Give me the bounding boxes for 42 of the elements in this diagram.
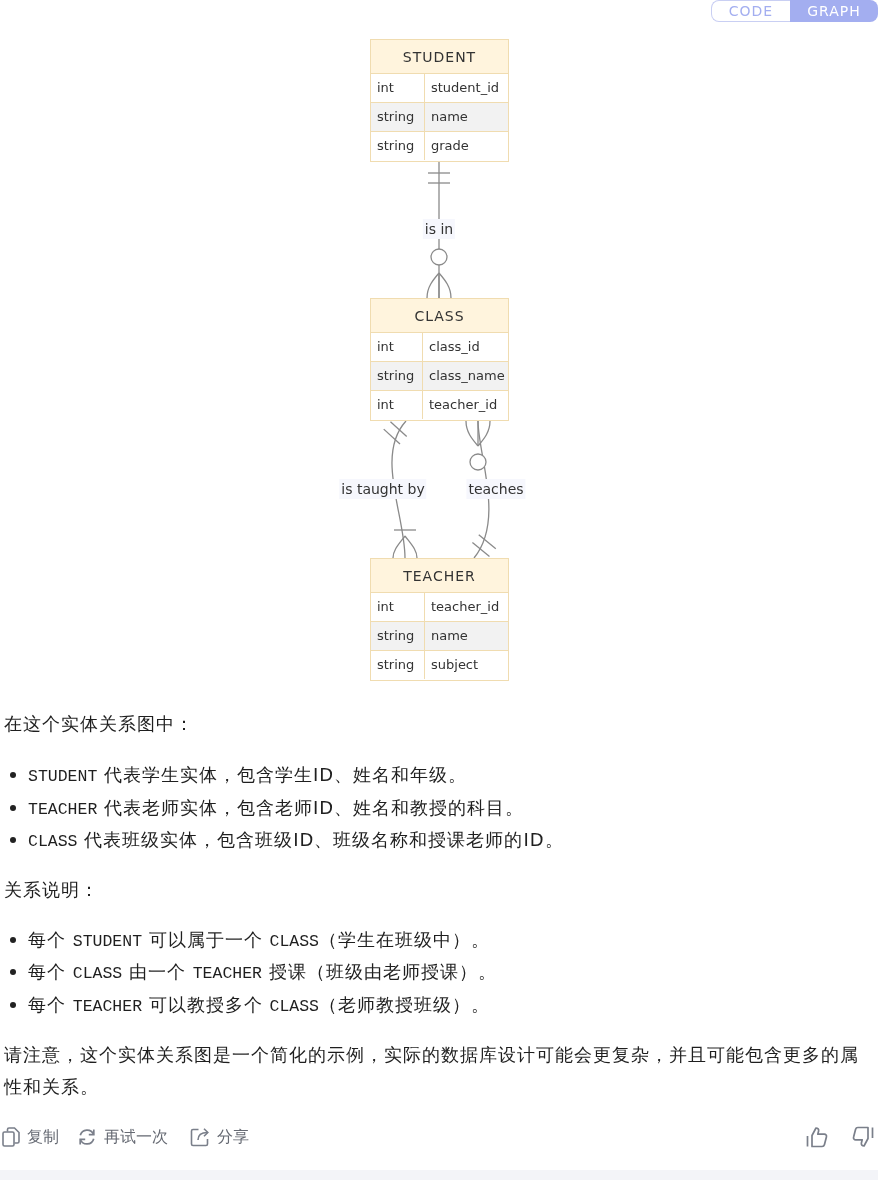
attribute-name: teacher_id bbox=[429, 397, 498, 413]
list-item: 每个 STUDENT 可以属于一个 CLASS（学生在班级中）。 bbox=[28, 928, 490, 953]
attribute-type: string bbox=[377, 657, 415, 673]
attribute-name: name bbox=[431, 628, 468, 644]
share-button: 分享 bbox=[190, 1126, 249, 1148]
attribute-name: teacher_id bbox=[431, 599, 500, 615]
entity-name: STUDENT bbox=[402, 47, 477, 66]
attribute-name: subject bbox=[431, 657, 479, 673]
attribute-name: class_id bbox=[429, 339, 480, 355]
attribute-type: int bbox=[377, 397, 394, 413]
attribute-type: string bbox=[377, 628, 415, 644]
attribute-type: int bbox=[377, 80, 394, 96]
retry-button: 再试一次 bbox=[77, 1126, 168, 1148]
entity-table bbox=[370, 39, 509, 162]
entity-name: CLASS bbox=[414, 306, 465, 325]
entity-table bbox=[370, 558, 509, 681]
relationship-line bbox=[465, 419, 496, 559]
attribute-name: name bbox=[431, 109, 468, 125]
intro-text: 在这个实体关系图中： bbox=[4, 712, 194, 736]
attribute-name: grade bbox=[431, 138, 469, 154]
graph-tab: GRAPH bbox=[790, 0, 878, 22]
list-item: STUDENT 代表学生实体，包含学生ID、姓名和年级。 bbox=[28, 763, 468, 788]
attribute-type: string bbox=[377, 368, 415, 384]
edge-label: teaches bbox=[466, 479, 526, 499]
attribute-type: int bbox=[377, 599, 394, 615]
copy-button: 复制 bbox=[2, 1126, 59, 1148]
list-item: 每个 CLASS 由一个 TEACHER 授课（班级由老师授课）。 bbox=[28, 960, 497, 985]
entity-name: TEACHER bbox=[403, 566, 476, 585]
attribute-type: string bbox=[377, 109, 415, 125]
edge-label: is in bbox=[422, 219, 456, 239]
list-item: 每个 TEACHER 可以教授多个 CLASS（老师教授班级）。 bbox=[28, 993, 490, 1018]
attribute-name: student_id bbox=[431, 80, 500, 96]
code-tab: CODE bbox=[711, 0, 790, 22]
list-item: TEACHER 代表老师实体，包含老师ID、姓名和教授的科目。 bbox=[28, 796, 525, 821]
entity-table bbox=[370, 298, 509, 421]
section-heading: 关系说明： bbox=[4, 878, 99, 902]
attribute-type: int bbox=[377, 339, 394, 355]
edge-label: is taught by bbox=[339, 479, 427, 499]
list-item: CLASS 代表班级实体，包含班级ID、班级名称和授课老师的ID。 bbox=[28, 828, 564, 853]
attribute-name: class_name bbox=[429, 368, 505, 384]
attribute-type: string bbox=[377, 138, 415, 154]
note-paragraph: 请注意，这个实体关系图是一个简化的示例，实际的数据库设计可能会更复杂，并且可能包含更多的属性和关系。 bbox=[4, 1043, 860, 1099]
